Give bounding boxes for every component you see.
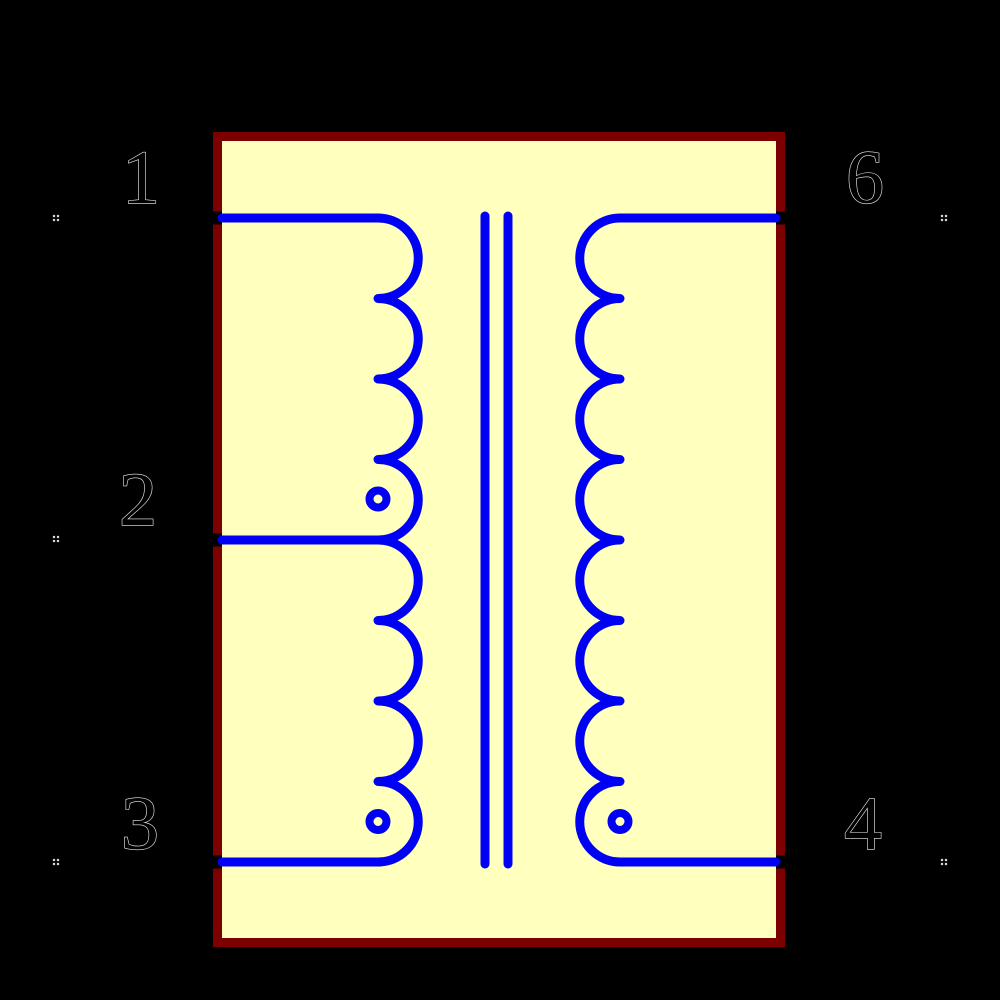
pin-stub: [776, 855, 793, 869]
pin-number-2: 2: [119, 458, 157, 542]
primary-winding-lower[interactable]: [217, 535, 423, 867]
pin-stub: [205, 533, 222, 547]
pin-number-6: 6: [846, 136, 884, 220]
polarity-dot-secondary: [607, 809, 633, 834]
pin-numbers: 1 2 3 6 4: [118, 135, 884, 866]
pin-stubs: [205, 211, 793, 869]
pin-number-3: 3: [121, 782, 159, 866]
pin-stub: [205, 211, 222, 225]
transformer-symbol: [205, 132, 793, 947]
pin-stub: [205, 855, 222, 869]
pin-number-4: 4: [844, 782, 882, 866]
pin-number-1: 1: [122, 136, 160, 220]
polarity-dot-primary-upper: [365, 486, 391, 512]
pin-endpoint-marker-6[interactable]: [940, 214, 948, 222]
pin-endpoint-marker-1[interactable]: [52, 214, 60, 222]
pin-endpoint-markers: [52, 214, 948, 866]
pin-stub: [776, 211, 793, 225]
primary-winding-upper[interactable]: [217, 213, 423, 545]
secondary-winding[interactable]: [575, 213, 781, 867]
pin-endpoint-marker-3[interactable]: [52, 858, 60, 866]
pin-endpoint-marker-2[interactable]: [52, 535, 60, 543]
polarity-dot-primary-lower: [365, 809, 391, 834]
pin-endpoint-marker-4[interactable]: [940, 858, 948, 866]
